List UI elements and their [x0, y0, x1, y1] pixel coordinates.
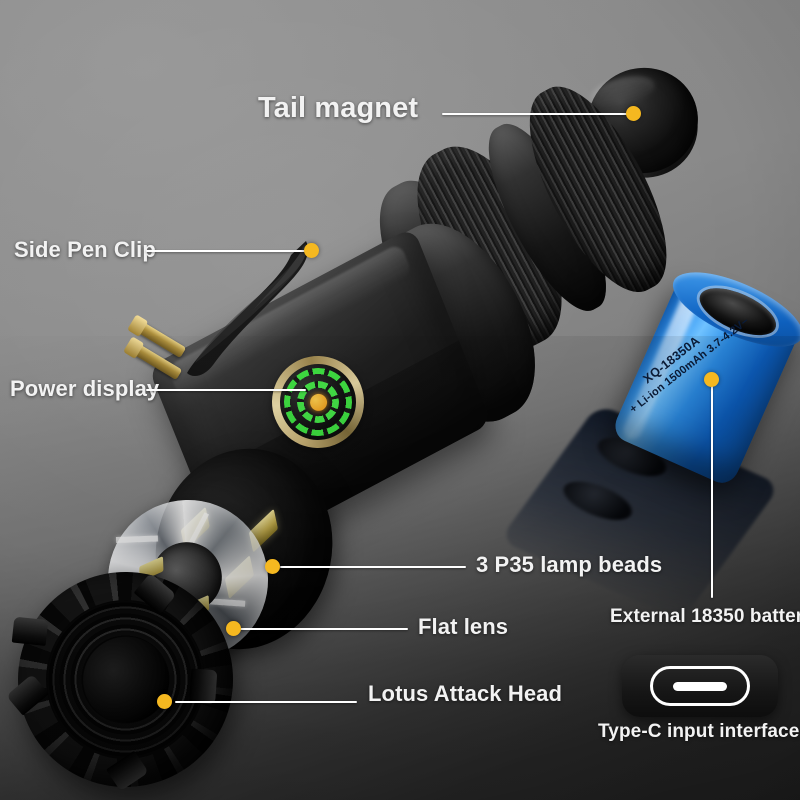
lotus-tooth-4 — [189, 668, 218, 705]
callout-dot-flat-lens[interactable] — [226, 621, 241, 636]
lotus-tooth-2 — [11, 616, 49, 646]
callout-dot-external-battery[interactable] — [704, 372, 719, 387]
callout-label-flat-lens: Flat lens — [418, 614, 509, 639]
callout-dot-side-pen-clip[interactable] — [304, 243, 319, 258]
callout-label-lotus-head: Lotus Attack Head — [368, 681, 563, 706]
brass-screw-head-2 — [123, 336, 145, 359]
type-c-port-icon — [622, 655, 778, 717]
callout-leader-lamp-beads — [280, 566, 466, 568]
callout-leader-side-pen-clip — [146, 250, 311, 252]
callout-label-type-c: Type-C input interface — [598, 721, 800, 742]
callout-leader-external-battery — [711, 380, 713, 598]
callout-leader-flat-lens — [240, 628, 408, 630]
callout-leader-power-display — [146, 389, 306, 391]
callout-label-external-battery: External 18350 battery — [610, 606, 800, 627]
type-c-slot-bar — [673, 681, 727, 691]
callout-dot-lotus-head[interactable] — [157, 694, 172, 709]
callout-label-lamp-beads: 3 P35 lamp beads — [476, 552, 663, 577]
callout-leader-lotus-head — [175, 701, 357, 703]
callout-label-tail-magnet: Tail magnet — [258, 92, 419, 124]
callout-label-power-display: Power display — [10, 376, 160, 401]
battery-reflection-terminal-bottom — [555, 473, 640, 528]
callout-leader-tail-magnet — [442, 113, 632, 115]
brass-screw-head-1 — [127, 314, 149, 337]
callout-label-side-pen-clip: Side Pen Clip — [14, 237, 156, 262]
callout-dot-lamp-beads[interactable] — [265, 559, 280, 574]
callout-dot-tail-magnet[interactable] — [626, 106, 641, 121]
type-c-slot-outline — [650, 666, 750, 706]
